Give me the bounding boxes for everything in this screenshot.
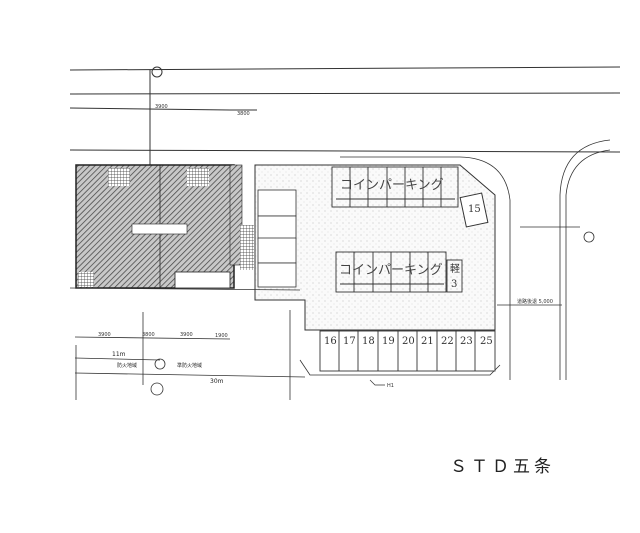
planting <box>108 168 130 186</box>
dimension-3: 3900 <box>180 332 193 338</box>
coin-parking-label-middle: コインパーキング <box>339 263 443 278</box>
dimension-2: 3800 <box>142 332 155 338</box>
space-15-label: 15 <box>468 204 481 215</box>
space-15 <box>459 192 489 228</box>
space-19: 19 <box>382 336 395 347</box>
space-22: 22 <box>441 336 454 347</box>
coin-parking-middle <box>335 251 463 293</box>
line-label: H1 <box>387 383 394 389</box>
top-dimension-2: 3800 <box>237 111 250 117</box>
space-17: 17 <box>343 336 356 347</box>
space-21: 21 <box>421 336 434 347</box>
walkway <box>229 164 243 266</box>
stairs <box>240 225 254 270</box>
space-16: 16 <box>324 336 337 347</box>
kei-label: 軽 <box>450 263 460 275</box>
space-23: 23 <box>460 336 473 347</box>
kei-number: 3 <box>451 279 457 290</box>
right-road <box>497 139 611 380</box>
coin-parking-label-upper: コインパーキング <box>340 178 444 193</box>
space-20: 20 <box>402 336 415 347</box>
space-18: 18 <box>362 336 375 347</box>
top-road <box>69 66 621 165</box>
fire-zone-label: 防火地域 <box>117 362 137 369</box>
dimension-1: 3900 <box>98 332 111 338</box>
lower-left-lines <box>69 287 306 400</box>
space-25: 25 <box>480 336 493 347</box>
planting <box>78 272 94 287</box>
building-label <box>131 223 188 235</box>
dimension-4: 1900 <box>215 333 228 339</box>
storage <box>174 271 231 289</box>
planting <box>187 168 209 186</box>
semi-fire-zone-label: 準防火地域 <box>177 362 202 369</box>
bottom-spaces <box>319 330 496 372</box>
total-distance: 30m <box>210 378 224 385</box>
coin-parking-upper <box>331 166 459 208</box>
road-setback-label: 道路後退 5,000 <box>517 298 553 305</box>
fire-zone-distance: 11m <box>112 351 126 358</box>
parking-lot <box>254 164 496 331</box>
top-dimension-1: 3900 <box>155 104 168 110</box>
plan-title: ＳＴＤ五条 <box>450 457 555 477</box>
